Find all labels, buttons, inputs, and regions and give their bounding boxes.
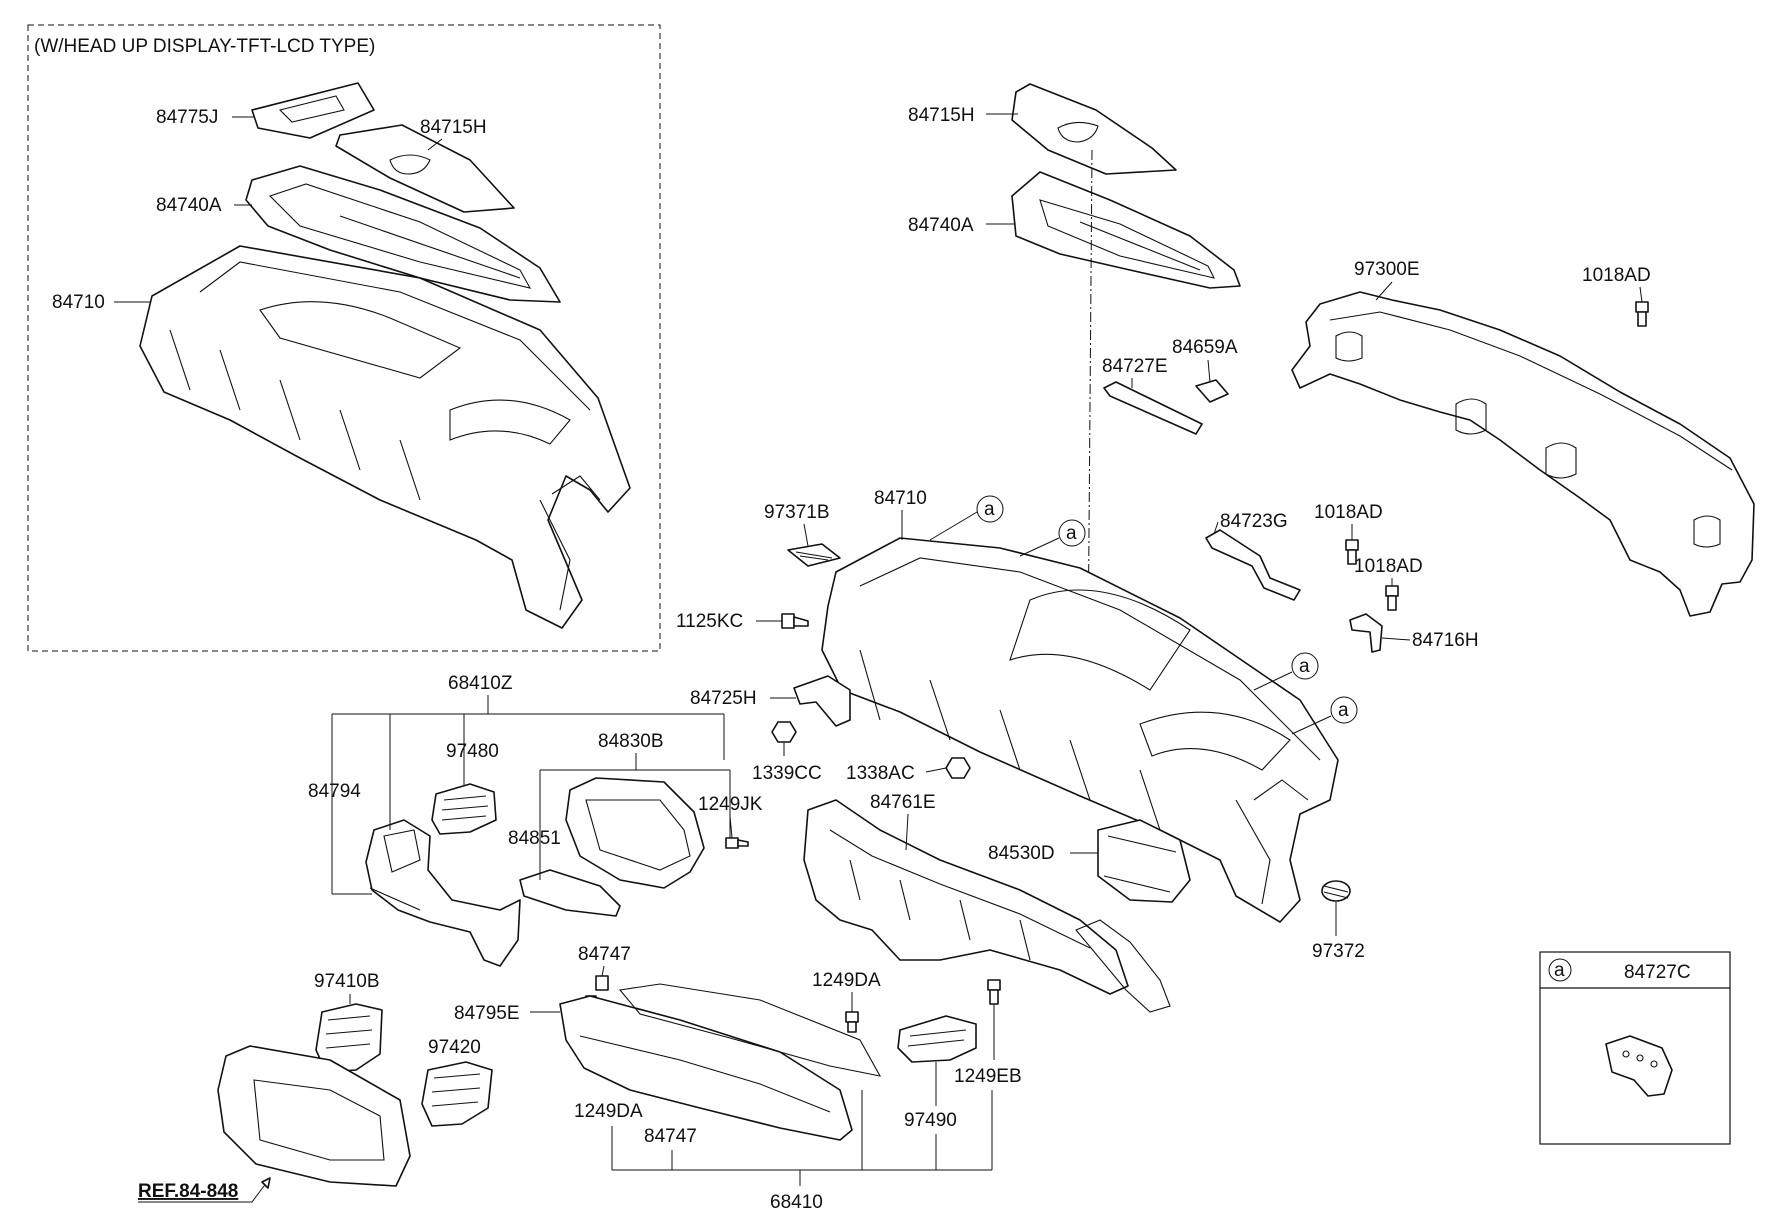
callout-markers: a a a a xyxy=(929,495,1358,735)
label-1249eb: 1249EB xyxy=(954,1066,1022,1087)
part-84794 xyxy=(365,819,521,967)
label-84795e: 84795E xyxy=(454,1003,520,1024)
part-97420 xyxy=(421,1061,493,1127)
part-1338ac xyxy=(945,757,971,779)
part-84761e xyxy=(803,799,1129,995)
callout-a-1: a xyxy=(984,499,995,520)
part-84830b xyxy=(565,777,705,889)
part-97372 xyxy=(1321,880,1351,902)
part-84530d xyxy=(1097,819,1191,903)
part-84747-a xyxy=(595,975,609,991)
label-97480: 97480 xyxy=(446,741,499,762)
part-84725h xyxy=(793,675,851,727)
part-1018ad-c xyxy=(1385,585,1399,611)
label-84794: 84794 xyxy=(308,781,361,802)
part-center-fascia xyxy=(217,1045,411,1187)
part-84727e xyxy=(1103,381,1203,435)
part-84775j xyxy=(251,82,375,139)
label-1018ad-a: 1018AD xyxy=(1582,265,1651,286)
inset-title: (W/HEAD UP DISPLAY-TFT-LCD TYPE) xyxy=(34,36,375,57)
part-97410b xyxy=(315,1003,383,1073)
part-97300e xyxy=(1291,291,1755,617)
part-84740a-inset xyxy=(245,165,561,303)
label-84775j: 84775J xyxy=(156,107,218,128)
part-84740a xyxy=(1011,171,1241,289)
part-1249eb xyxy=(987,979,1001,1005)
part-labels: 84715H 84740A 97300E 1018AD 84727E 84659… xyxy=(138,105,1651,1211)
label-84851: 84851 xyxy=(508,828,561,849)
part-1018ad-a xyxy=(1635,301,1649,327)
label-1018ad-b: 1018AD xyxy=(1314,502,1383,523)
label-84747-b: 84747 xyxy=(644,1126,697,1147)
label-84659a: 84659A xyxy=(1172,337,1238,358)
legend-marker: a xyxy=(1554,960,1565,981)
label-1249da-a: 1249DA xyxy=(812,970,881,991)
label-1249da-b: 1249DA xyxy=(574,1101,643,1122)
label-84710: 84710 xyxy=(874,488,927,509)
main-assembly xyxy=(217,83,1755,1187)
part-84851 xyxy=(519,869,621,917)
label-84716h: 84716H xyxy=(1412,630,1479,651)
inset-frame xyxy=(27,24,661,652)
label-84715h: 84715H xyxy=(908,105,975,126)
callout-a-3: a xyxy=(1299,656,1310,677)
label-68410: 68410 xyxy=(770,1192,823,1211)
part-97480 xyxy=(431,783,497,835)
callout-a-4: a xyxy=(1338,700,1349,721)
label-68410z: 68410Z xyxy=(448,673,513,694)
label-84725h: 84725H xyxy=(690,688,757,709)
legend-box: a 84727C xyxy=(1539,951,1731,1145)
label-97490: 97490 xyxy=(904,1110,957,1131)
label-97420: 97420 xyxy=(428,1037,481,1058)
label-84530d: 84530D xyxy=(988,843,1055,864)
label-97300e: 97300E xyxy=(1354,259,1420,280)
part-84710-inset xyxy=(139,245,631,629)
label-84740a: 84740A xyxy=(908,215,974,236)
legend-part-number: 84727C xyxy=(1624,962,1691,983)
part-84716h xyxy=(1349,613,1383,653)
part-1018ad-b xyxy=(1345,539,1359,565)
label-84740a-inset: 84740A xyxy=(156,195,222,216)
label-84761e: 84761E xyxy=(870,792,936,813)
label-1339cc: 1339CC xyxy=(752,763,822,784)
part-84715h xyxy=(1011,83,1177,175)
ref-84-848-link[interactable]: REF.84-848 xyxy=(138,1181,238,1202)
part-1249jk xyxy=(725,837,749,849)
label-1125kc: 1125KC xyxy=(676,611,743,632)
label-1338ac: 1338AC xyxy=(846,763,915,784)
part-1125kc xyxy=(781,613,809,629)
label-84723g: 84723G xyxy=(1220,511,1288,532)
part-1249da-a xyxy=(845,1011,859,1033)
center-alignment-line xyxy=(1087,149,1093,661)
part-97490 xyxy=(897,1015,977,1063)
part-1339cc xyxy=(771,721,797,743)
label-97371b: 97371B xyxy=(764,502,830,523)
part-84659a xyxy=(1195,379,1229,403)
label-84715h-inset: 84715H xyxy=(420,117,487,138)
label-84710-inset: 84710 xyxy=(52,292,105,313)
part-84723g xyxy=(1205,529,1301,601)
label-84747-a: 84747 xyxy=(578,944,631,965)
inset-hud-variant: (W/HEAD UP DISPLAY-TFT-LCD TYPE) 84775J … xyxy=(27,24,661,652)
label-84727e: 84727E xyxy=(1102,356,1168,377)
label-97372: 97372 xyxy=(1312,941,1365,962)
label-97410b: 97410B xyxy=(314,971,380,992)
label-84830b: 84830B xyxy=(598,731,664,752)
part-84710 xyxy=(821,537,1339,923)
part-84727c xyxy=(1605,1035,1673,1097)
label-1249jk: 1249JK xyxy=(698,794,763,815)
part-84715h-inset xyxy=(335,124,515,213)
callout-a-2: a xyxy=(1066,523,1077,544)
label-1018ad-c: 1018AD xyxy=(1354,556,1423,577)
